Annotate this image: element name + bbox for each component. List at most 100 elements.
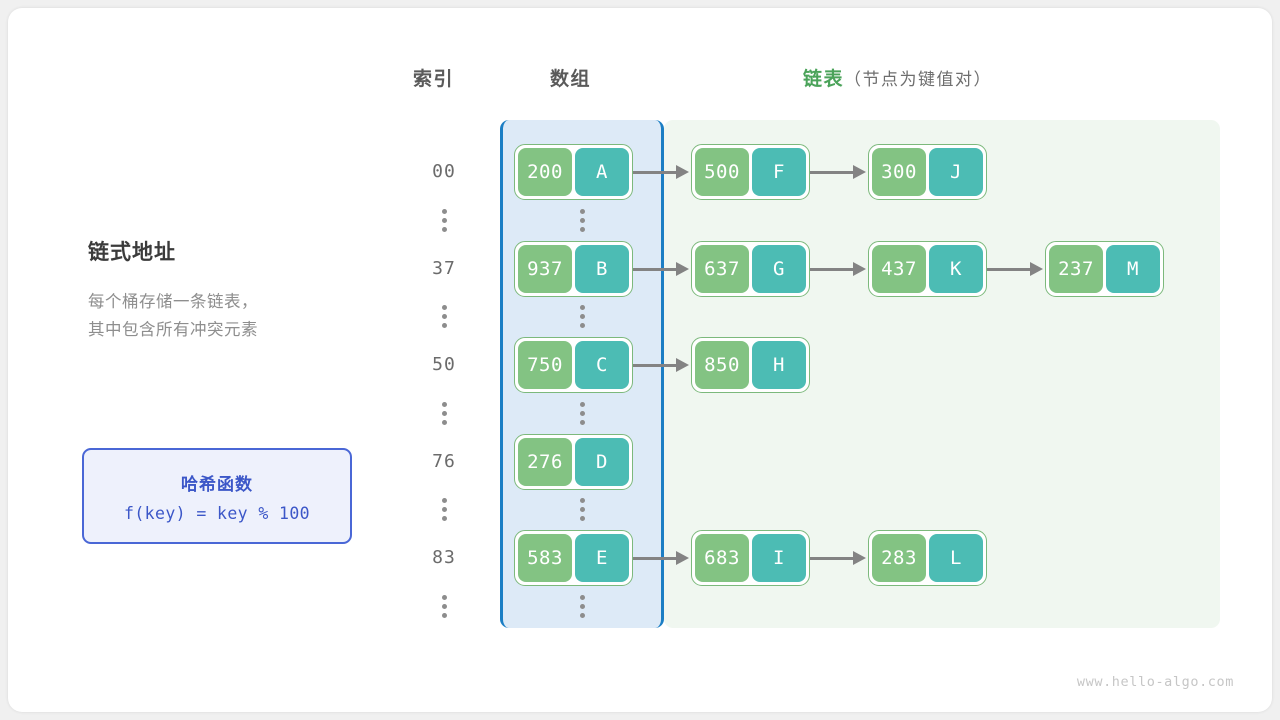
- index-ellipsis-icon: [413, 296, 475, 336]
- ellipsis-dot: [579, 594, 585, 600]
- ellipsis-dot: [579, 226, 585, 232]
- link-arrow-icon: [633, 551, 691, 565]
- diagram-canvas: 索引 数组 链表（节点为键值对） 链式地址 每个桶存储一条链表， 其中包含所有冲…: [8, 8, 1272, 712]
- watermark: www.hello-algo.com: [1076, 674, 1234, 690]
- ellipsis-dot: [441, 515, 447, 521]
- arrow-shaft: [810, 556, 856, 560]
- ellipsis-row: [8, 489, 1272, 529]
- description-line-2: 其中包含所有冲突元素: [88, 321, 258, 339]
- ellipsis-dot: [441, 612, 447, 618]
- node-key: 683: [695, 534, 749, 582]
- bucket-index-label: 00: [432, 161, 456, 182]
- ellipsis-dot: [441, 304, 447, 310]
- ellipsis-dot: [441, 410, 447, 416]
- ellipsis-dot: [441, 226, 447, 232]
- description-title: 链式地址: [88, 241, 176, 264]
- node-key: 437: [872, 245, 926, 293]
- arrow-head: [853, 551, 866, 565]
- ellipsis-dot: [579, 497, 585, 503]
- description-block: 链式地址 每个桶存储一条链表， 其中包含所有冲突元素: [88, 236, 368, 344]
- index-ellipsis-icon: [413, 586, 475, 626]
- link-arrow-icon: [633, 165, 691, 179]
- node-value: G: [752, 245, 806, 293]
- ellipsis-dot: [441, 313, 447, 319]
- ellipsis-dot: [441, 594, 447, 600]
- column-header-linkedlist: 链表（节点为键值对）: [803, 64, 992, 91]
- node-key: 237: [1049, 245, 1103, 293]
- node-value: L: [929, 534, 983, 582]
- arrow-head: [676, 551, 689, 565]
- hash-function-formula: f(key) = key % 100: [123, 503, 310, 523]
- bucket-index-label: 76: [432, 451, 456, 472]
- node-value: C: [575, 341, 629, 389]
- link-arrow-icon: [810, 262, 868, 276]
- arrow-head: [853, 262, 866, 276]
- ellipsis-dot: [579, 313, 585, 319]
- link-arrow-icon: [810, 165, 868, 179]
- arrow-head: [1030, 262, 1043, 276]
- link-arrow-icon: [987, 262, 1045, 276]
- arrow-shaft: [633, 170, 679, 174]
- index-ellipsis-icon: [413, 393, 475, 433]
- bucket-index-label: 37: [432, 258, 456, 279]
- node-value: J: [929, 148, 983, 196]
- ellipsis-row: [8, 296, 1272, 336]
- node-value: M: [1106, 245, 1160, 293]
- node-value: E: [575, 534, 629, 582]
- ellipsis-dot: [579, 603, 585, 609]
- node-key: 276: [518, 438, 572, 486]
- ellipsis-dot: [441, 401, 447, 407]
- node-key: 500: [695, 148, 749, 196]
- node-value: A: [575, 148, 629, 196]
- ellipsis-row: [8, 200, 1272, 240]
- ellipsis-dot: [579, 506, 585, 512]
- arrow-head: [676, 165, 689, 179]
- ellipsis-dot: [579, 401, 585, 407]
- node-value: H: [752, 341, 806, 389]
- arrow-shaft: [810, 267, 856, 271]
- arrow-shaft: [633, 556, 679, 560]
- column-header-array: 数组: [550, 69, 592, 90]
- link-arrow-icon: [633, 358, 691, 372]
- ellipsis-row: [8, 586, 1272, 626]
- arrow-shaft: [633, 267, 679, 271]
- arrow-head: [676, 262, 689, 276]
- array-ellipsis-icon: [551, 393, 613, 433]
- ellipsis-row: [8, 393, 1272, 433]
- node-key: 300: [872, 148, 926, 196]
- arrow-head: [853, 165, 866, 179]
- ellipsis-dot: [441, 603, 447, 609]
- ellipsis-dot: [579, 217, 585, 223]
- array-ellipsis-icon: [551, 489, 613, 529]
- node-key: 637: [695, 245, 749, 293]
- ellipsis-dot: [579, 419, 585, 425]
- arrow-shaft: [633, 363, 679, 367]
- node-value: F: [752, 148, 806, 196]
- ellipsis-dot: [441, 208, 447, 214]
- ellipsis-dot: [441, 419, 447, 425]
- ellipsis-dot: [579, 322, 585, 328]
- node-key: 583: [518, 534, 572, 582]
- ellipsis-dot: [441, 497, 447, 503]
- column-header-index: 索引: [413, 69, 455, 90]
- hash-function-box: 哈希函数 f(key) = key % 100: [82, 448, 352, 544]
- array-ellipsis-icon: [551, 586, 613, 626]
